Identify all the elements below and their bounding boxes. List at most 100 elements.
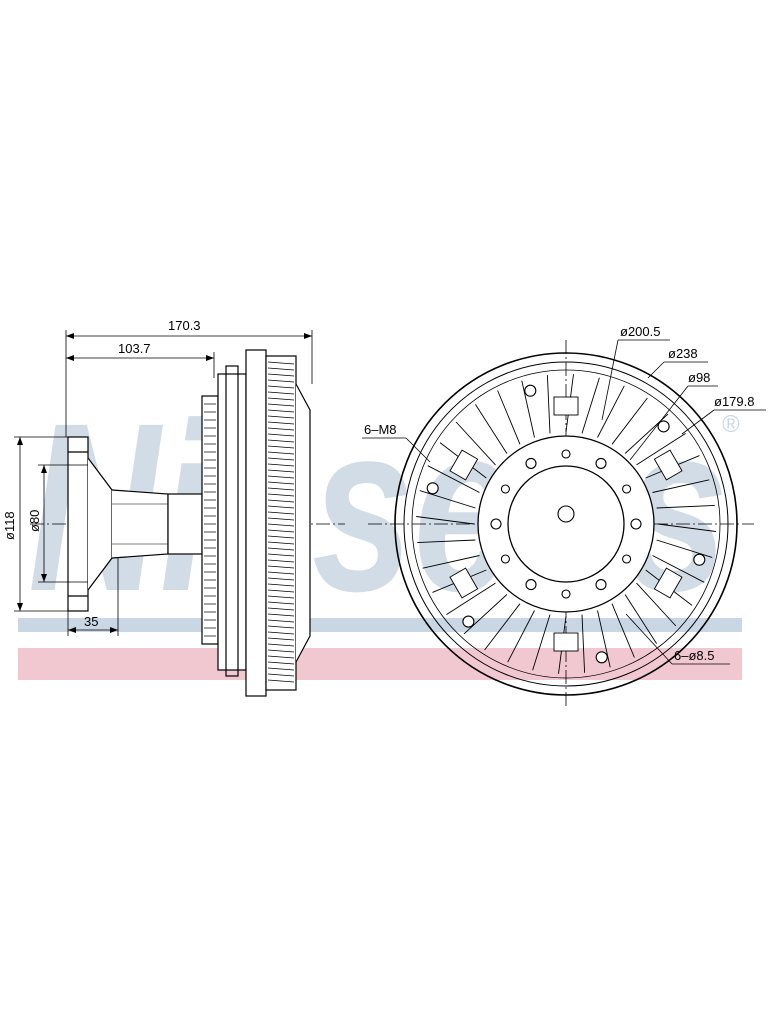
dimension-pilot-diameter: ø80 xyxy=(27,464,88,583)
dimension-flange-depth: 35 xyxy=(67,558,119,636)
fin-line xyxy=(267,433,295,437)
fin-line xyxy=(267,427,295,431)
fin xyxy=(657,523,716,532)
fin xyxy=(532,614,551,671)
through-hole xyxy=(500,554,510,564)
fin-line xyxy=(267,397,295,401)
fin-line xyxy=(267,667,295,671)
fin-pocket xyxy=(653,567,683,599)
fin xyxy=(507,610,535,663)
fin xyxy=(636,433,686,466)
fin-line xyxy=(267,475,295,479)
fin-line xyxy=(267,385,295,389)
through-hole xyxy=(525,579,537,591)
fin-line xyxy=(267,523,295,527)
through-hole xyxy=(622,554,632,564)
fin-line xyxy=(267,409,295,413)
fin-line xyxy=(267,553,295,557)
fin-line xyxy=(267,619,295,623)
through-hole xyxy=(561,589,571,599)
fin-line xyxy=(267,367,295,371)
diameter-238-label: ø238 xyxy=(668,346,698,361)
outer-rim xyxy=(394,352,738,696)
fin xyxy=(581,377,600,434)
fin xyxy=(422,555,480,569)
threaded-holes xyxy=(426,384,706,664)
fin-line xyxy=(267,445,295,449)
diameter-179-8-label: ø179.8 xyxy=(714,394,754,409)
clutch-body-side xyxy=(201,349,311,697)
mounting-flange xyxy=(67,436,169,612)
fin-line xyxy=(267,421,295,425)
fin-line xyxy=(267,463,295,467)
through-hole xyxy=(490,518,502,530)
watermark-registered-mark: ® xyxy=(722,411,740,438)
fin xyxy=(652,555,705,583)
fin-line xyxy=(267,559,295,563)
fin-line xyxy=(267,601,295,605)
diameter-200-5-label: ø200.5 xyxy=(620,324,660,339)
fin-line xyxy=(267,565,295,569)
fin-line xyxy=(267,577,295,581)
fin-line xyxy=(267,679,295,683)
fin-lines-side xyxy=(204,361,295,683)
fin xyxy=(521,380,535,438)
side-view: 170.3 103.7 ø118 ø80 xyxy=(2,318,345,697)
fin xyxy=(624,594,657,644)
through-hole xyxy=(595,457,607,469)
flange-depth-label: 35 xyxy=(84,614,98,629)
fin-line xyxy=(267,643,295,647)
fin xyxy=(497,390,521,445)
fin xyxy=(597,385,625,438)
fin xyxy=(636,582,677,627)
fin-pocket xyxy=(553,396,579,416)
callout-diameter-179-8: ø179.8 xyxy=(681,394,766,435)
fin-line xyxy=(267,649,295,653)
fin-line xyxy=(267,361,295,365)
through-hole xyxy=(630,518,642,530)
overall-length-label: 170.3 xyxy=(168,318,201,333)
callout-diameter-200-5: ø200.5 xyxy=(601,324,670,421)
fin-line xyxy=(267,547,295,551)
through-holes xyxy=(490,449,642,599)
fin xyxy=(427,465,480,493)
through-hole xyxy=(595,579,607,591)
threaded-holes-label: 6–M8 xyxy=(364,422,397,437)
fin xyxy=(419,490,476,509)
fin-line xyxy=(267,583,295,587)
dimension-hub-to-face: 103.7 xyxy=(66,341,215,378)
fin xyxy=(455,421,496,466)
fin-line xyxy=(267,481,295,485)
flange-diameter-label: ø118 xyxy=(2,511,17,540)
hub-to-face-label: 103.7 xyxy=(118,341,151,356)
fin-line xyxy=(267,493,295,497)
threaded-hole xyxy=(524,384,537,397)
fin-line xyxy=(267,613,295,617)
fin-line xyxy=(267,499,295,503)
fin-pocket xyxy=(449,449,479,481)
fin-pocket xyxy=(553,632,579,652)
fin xyxy=(652,479,710,493)
fin-pocket xyxy=(449,567,479,599)
fin xyxy=(484,603,521,651)
through-hole xyxy=(561,449,571,459)
fin-line xyxy=(267,403,295,407)
fin-line xyxy=(267,469,295,473)
fin-line xyxy=(267,607,295,611)
diameter-98-label: ø98 xyxy=(688,370,710,385)
fin xyxy=(656,504,715,509)
dimension-overall-length: 170.3 xyxy=(65,318,313,437)
fin xyxy=(475,404,508,454)
fin-line xyxy=(267,373,295,377)
fin-line xyxy=(267,661,295,665)
hub-center xyxy=(507,465,625,583)
through-hole xyxy=(500,484,510,494)
fin xyxy=(546,375,551,434)
watermark-band-blue xyxy=(18,618,742,632)
fin xyxy=(417,539,476,544)
fin-line xyxy=(267,379,295,383)
front-view: ø200.5 ø238 ø98 ø179.8 6–M8 6–ø8.5 xyxy=(362,324,766,708)
fin-line xyxy=(267,517,295,521)
threaded-hole xyxy=(693,553,706,566)
threaded-hole xyxy=(426,482,439,495)
